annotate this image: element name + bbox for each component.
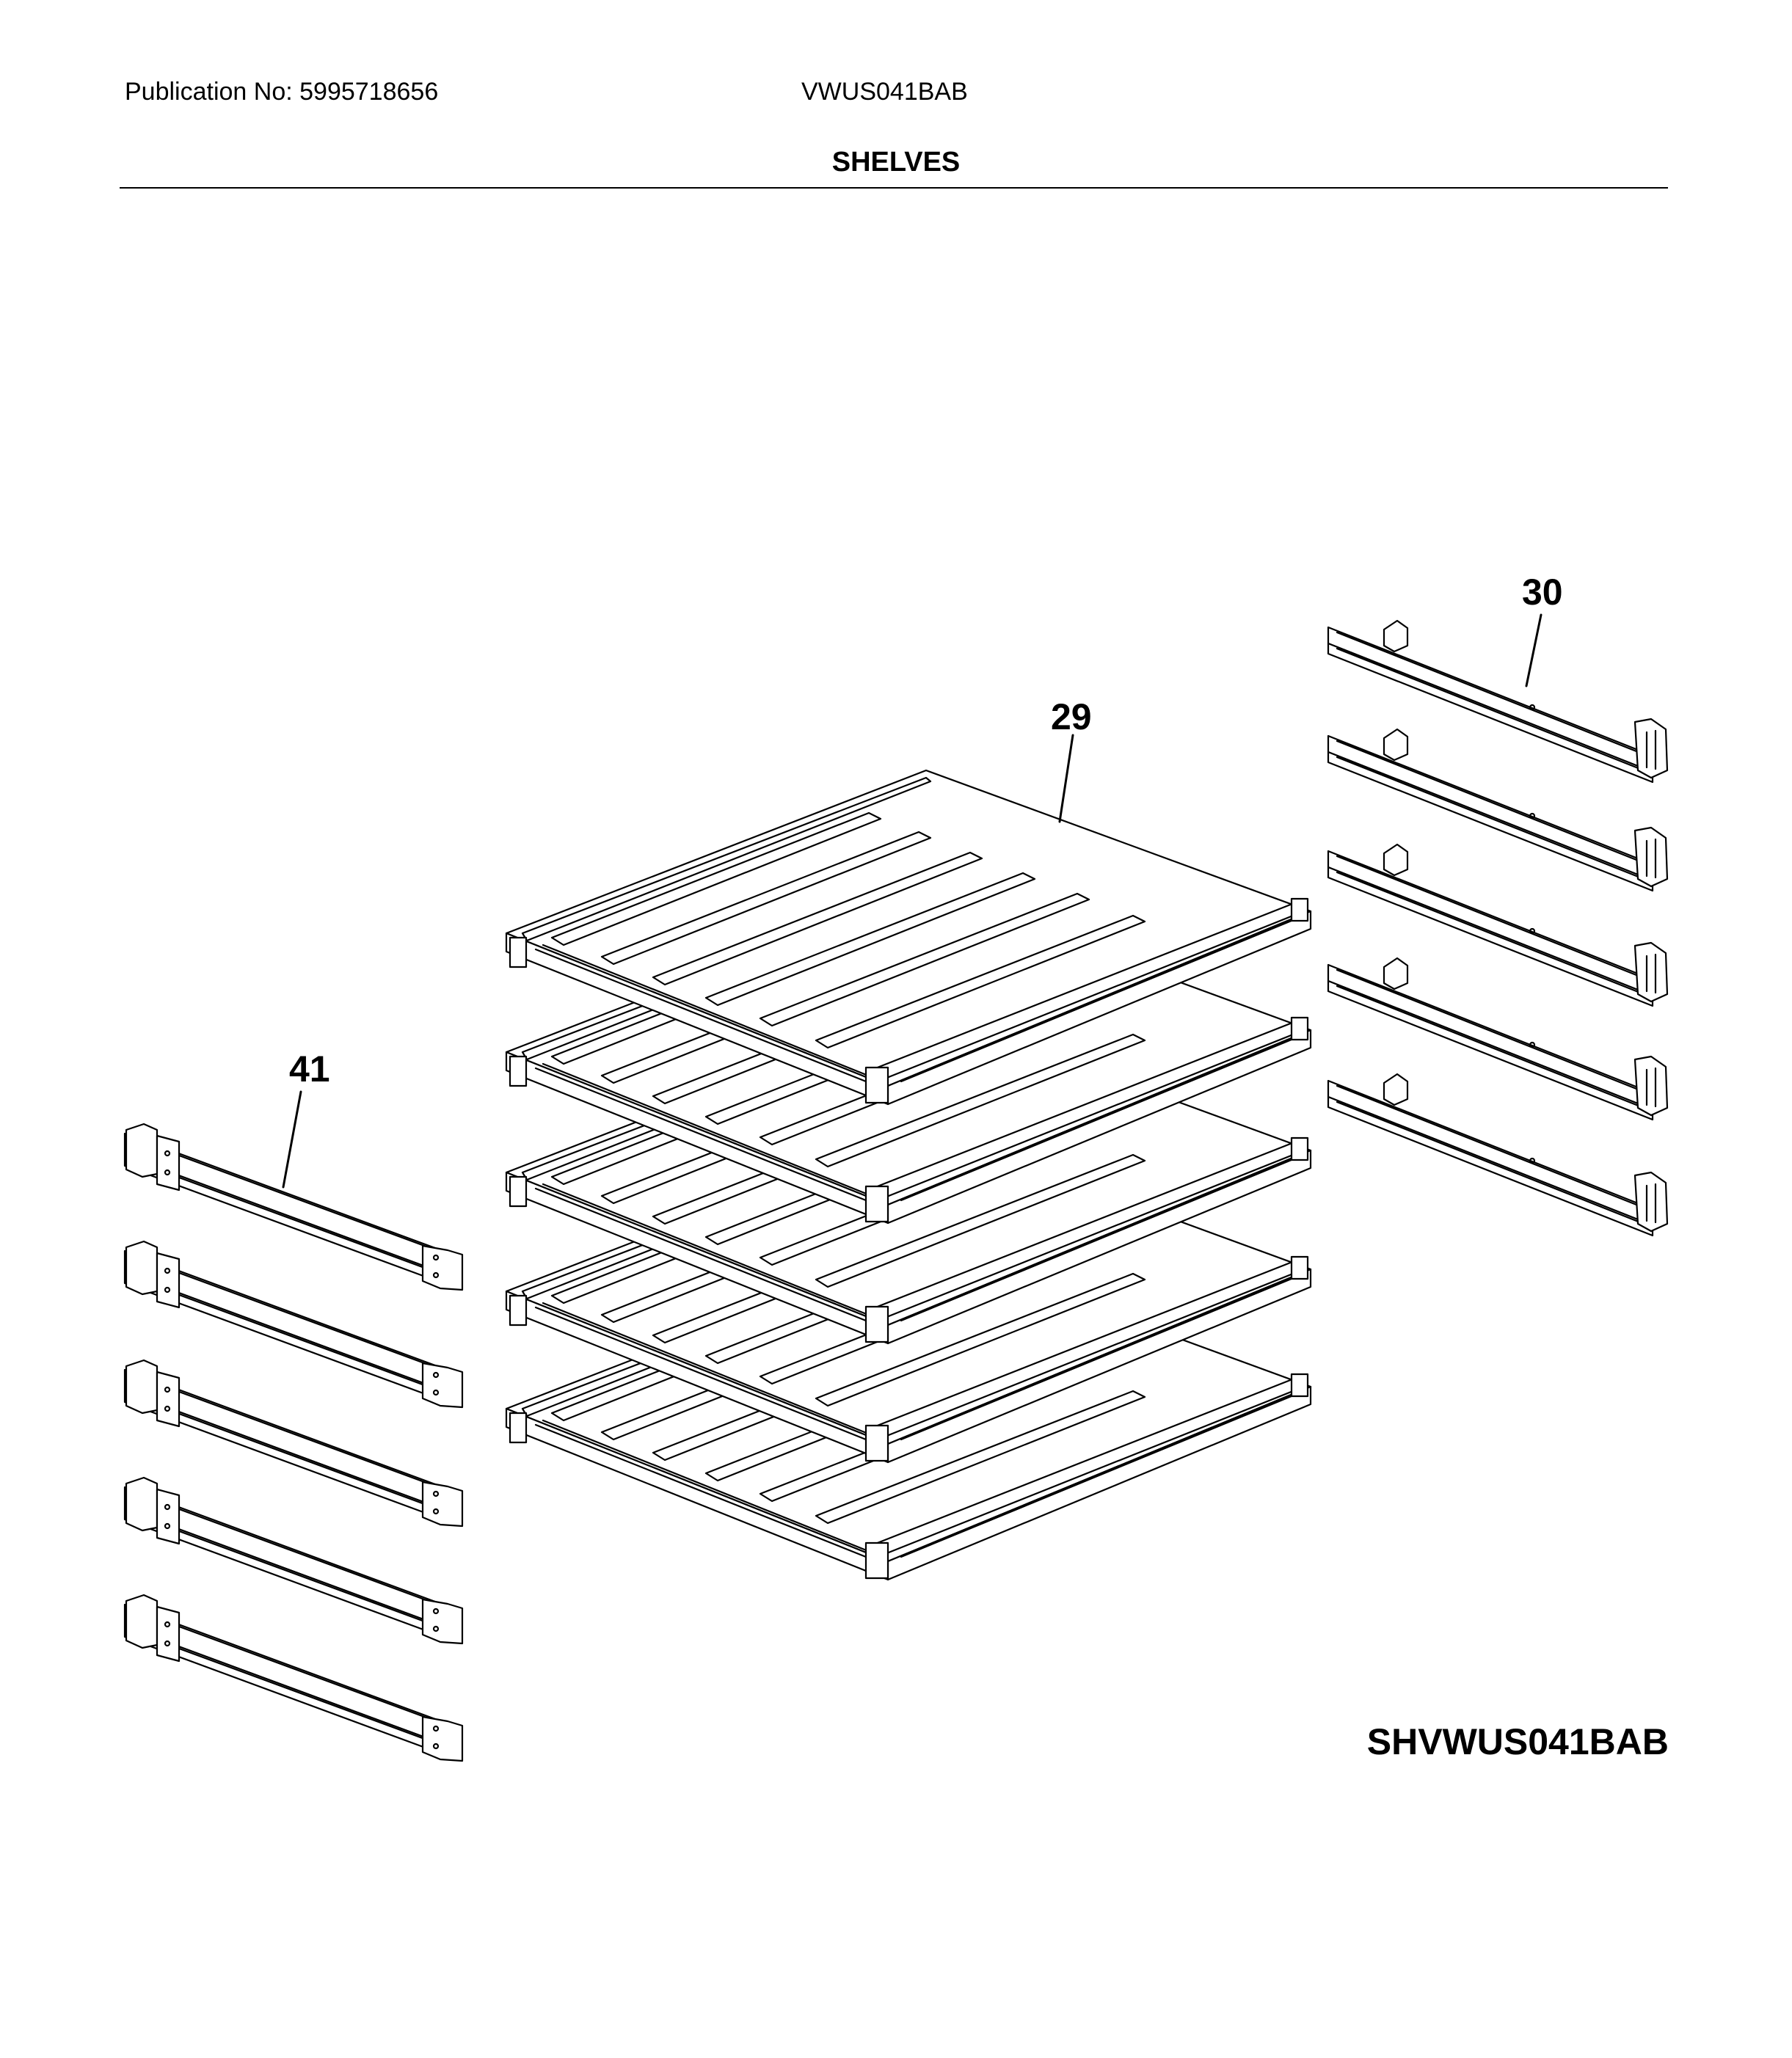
section-title: SHELVES: [831, 147, 961, 178]
leader-line-30: [1525, 613, 1542, 687]
callout-29: 29: [1051, 696, 1092, 737]
diagram-code: SHVWUS041BAB: [1366, 1721, 1669, 1762]
leader-line-29: [1058, 734, 1074, 823]
leader-line-41: [282, 1090, 302, 1189]
header-rule: [120, 187, 1668, 189]
publication-number: Publication No: 5995718656: [125, 78, 439, 106]
callout-30: 30: [1522, 572, 1563, 613]
callout-41: 41: [289, 1048, 330, 1090]
model-number: VWUS041BAB: [801, 78, 968, 106]
